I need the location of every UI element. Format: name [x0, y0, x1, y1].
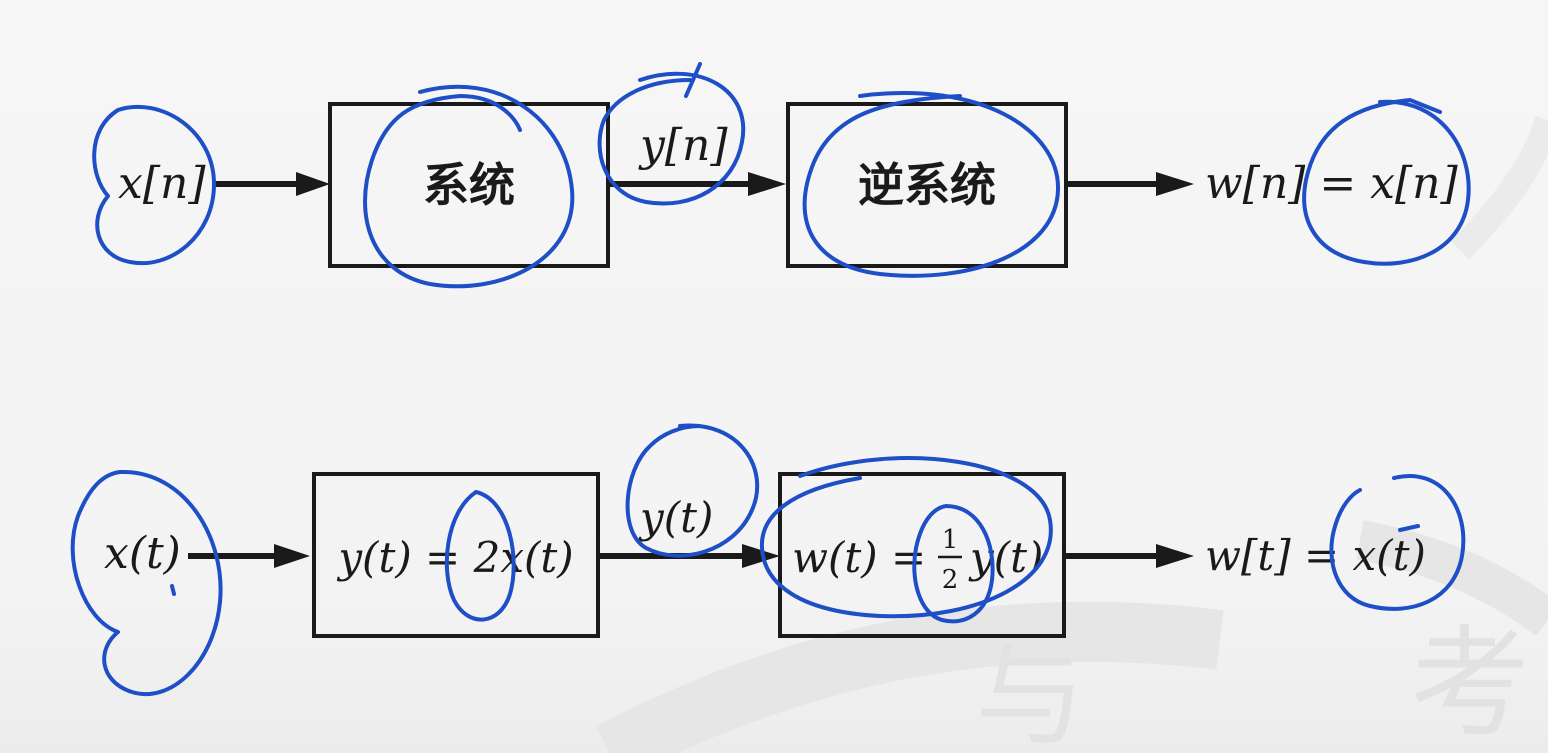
circle-inverse-equation	[759, 456, 1053, 619]
circle-top-middle-tick	[684, 62, 702, 98]
bottom-row: x(t) y(t) = 2x(t) y(t) w(t) = 1 2 y(t) w…	[104, 472, 1426, 638]
circle-bottom-output-rhs	[1329, 474, 1466, 611]
watermark-arc	[596, 601, 1224, 753]
circle-top-input	[92, 104, 216, 266]
top-row: x[n] 系统 y[n] 逆系统 w[n] = x[n]	[118, 102, 1458, 268]
watermark: 与 考	[596, 116, 1548, 753]
watermark-arc-top	[1450, 116, 1548, 260]
top-middle-signal-label: y[n]	[638, 120, 728, 171]
system-equation: y(t) = 2x(t)	[336, 533, 573, 582]
bottom-output-label: w[t] = x(t)	[1205, 531, 1426, 580]
watermark-arc-right	[1356, 520, 1548, 636]
top-input-label: x[n]	[118, 158, 206, 209]
top-arrow-2-head	[748, 172, 786, 196]
bottom-middle-signal-label: y(t)	[638, 493, 713, 542]
system-label: 系统	[423, 158, 515, 212]
circle-bottom-middle-signal	[625, 423, 760, 558]
circle-system-coefficient	[444, 490, 516, 622]
inverse-equation-lhs: w(t) =	[792, 533, 926, 582]
top-arrow-3-head	[1156, 172, 1194, 196]
watermark-char-left: 与	[975, 633, 1085, 753]
dot-bottom-input	[170, 584, 176, 596]
bottom-arrow-1-head	[274, 544, 310, 568]
inverse-fraction-denominator: 2	[942, 565, 959, 595]
top-arrow-1-head	[296, 172, 330, 196]
circle-inverse-fraction	[912, 504, 995, 624]
tick-bottom-output	[1398, 524, 1420, 532]
circle-system	[363, 84, 575, 289]
circle-top-output-rhs	[1302, 98, 1471, 266]
circle-bottom-input	[70, 469, 223, 696]
watermark-char-right: 考	[1410, 615, 1530, 753]
circle-inverse-system	[802, 91, 1061, 278]
inverse-fraction-numerator: 1	[942, 525, 959, 555]
inverse-system-label: 逆系统	[858, 158, 996, 212]
top-output-label: w[n] = x[n]	[1205, 158, 1458, 209]
bottom-input-label: x(t)	[104, 528, 181, 579]
circle-top-middle-signal	[597, 71, 746, 206]
bottom-arrow-3-head	[1156, 544, 1194, 568]
pen-annotations	[70, 62, 1471, 696]
